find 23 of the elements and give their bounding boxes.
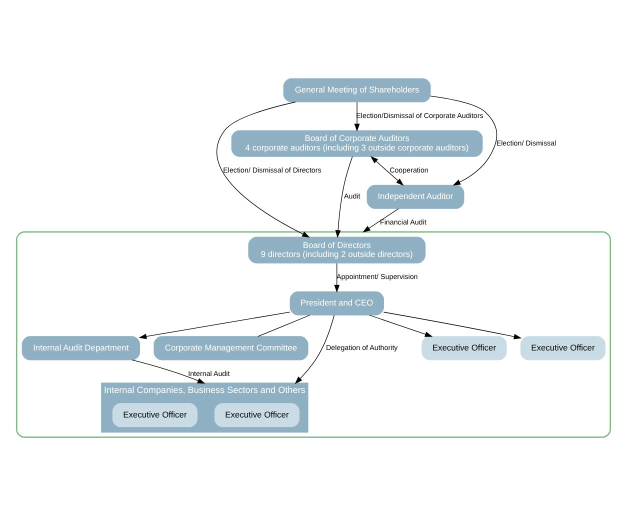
arrow: [383, 312, 522, 340]
arrow: [369, 314, 433, 337]
node-box: Board of Directors 9 directors (including 2 outside directors): [248, 236, 426, 264]
arrow: [370, 156, 404, 186]
node-box: Independent Auditor: [366, 184, 464, 209]
arrow: [430, 96, 498, 186]
node-box: Executive Officer: [422, 336, 507, 360]
node-box: General Meeting of Shareholders: [283, 78, 431, 102]
arrow: [362, 208, 399, 232]
node-box: Executive Officer: [112, 403, 198, 428]
arrow: [216, 102, 310, 238]
arrow: [334, 263, 340, 293]
node-box: Board of Corporate Auditors 4 corporate auditors (including 3 outside corporate auditors): [231, 130, 483, 157]
node-box: Executive Officer: [520, 336, 606, 360]
arrow: [138, 312, 290, 340]
node-box: President and CEO: [290, 291, 384, 316]
arrow: [335, 156, 353, 238]
connector: [258, 314, 310, 337]
node-box: Executive Officer: [214, 403, 300, 428]
arrow: [294, 314, 335, 384]
arrow: [132, 360, 206, 384]
node-box: Corporate Management Committee: [154, 336, 308, 360]
node-box: Internal Audit Department: [22, 336, 140, 360]
